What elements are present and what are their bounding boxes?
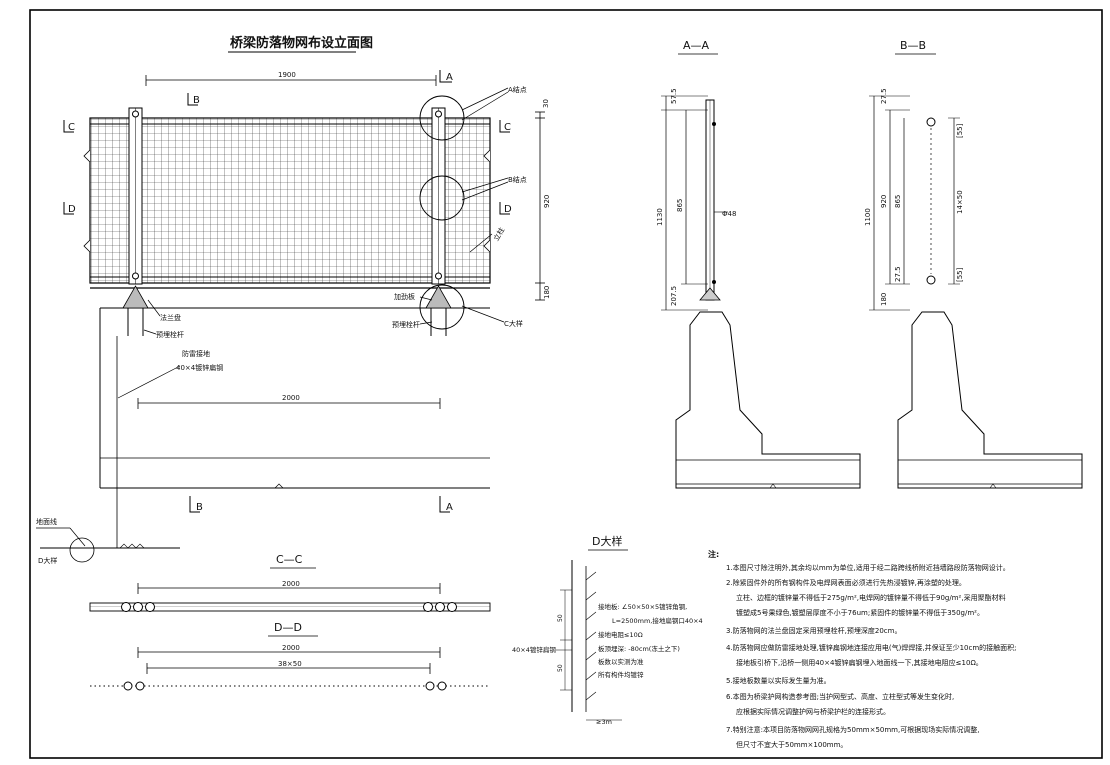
sec-a-bottom: A [446,502,453,513]
bb-dim-27-top: 27.5 [880,88,888,104]
dim-30: 30 [542,99,550,108]
note-7: 7.特别注意:本项目防落物网网孔规格为50mm×50mm,可根据现场实际情况调整… [726,725,979,734]
note-4: 4.防落物网应做防雷接地处理,镀锌扁钢地连接应用电(气)焊焊接,并保证至少10c… [726,643,1017,652]
title-aa: A—A [683,39,710,52]
note-7a: 但尺寸不宜大于50mm×100mm。 [736,740,847,749]
node-b-circle [419,175,465,221]
d-note-2: L=2500mm,接地扁钢口40×4 [612,616,703,625]
dim-dd-1: 2000 [282,644,300,652]
d-note-1: 接地板: ∠50×50×5镀锌角钢, [598,602,687,611]
post-right [431,107,446,285]
dim-1900: 1900 [278,71,296,79]
title-d-detail: D大样 [592,534,622,548]
label-d-detail: D大样 [38,556,57,565]
note-4a: 接地板引桥下,沿桥一侧用40×4镀锌扁钢埋入地面线一下,其接地电阻应≤10Ω。 [736,658,983,667]
sec-b-top: B [193,95,200,106]
bb-dim-55-top: [55] [956,123,964,138]
d-dim-a: 50 [557,614,564,622]
bb-dim-55-bot: [55] [956,267,964,282]
sec-c-right: C [504,122,511,133]
bb-dim-27-bot: 27.5 [894,266,902,282]
base-left [122,285,149,336]
label-anchor-left: 预埋栓杆 [156,330,184,339]
note-2a: 立柱、边框的镀锌量不得低于275g/m²,电焊网的镀锌量不得低于90g/m²,采… [736,593,1006,602]
bb-dim-920: 920 [880,195,888,208]
title-cc: C—C [276,553,303,566]
note-1: 1.本图尺寸除注明外,其余均以mm为单位,适用于经二路跨线桥附近挡墙路段防落物网… [726,563,1010,572]
bb-dim-180: 180 [880,293,888,306]
note-3: 3.防落物网的法兰盘固定采用预埋栓杆,预埋深度20cm。 [726,626,901,635]
sec-d-right: D [504,204,512,215]
dim-2000-elev: 2000 [282,394,300,402]
post-left [128,107,143,285]
aa-dim-207: 207.5 [670,286,678,306]
label-ground-line: 地面线 [36,517,57,526]
d-note-3: 接地电阻≤10Ω [598,630,643,639]
section-dd: D—D 2000 38×50 [90,621,490,691]
main-title: 桥梁防落物网布设立面图 [230,35,373,51]
sheet-border [29,9,1103,759]
label-a-node: A结点 [508,85,527,94]
detail-d: D大样 50 50 40×4镀锌扁钢 ≥3m 接地板: ∠50×50×5镀锌角钢… [512,534,703,726]
d-dim-b: 50 [557,664,564,672]
notes-block: 注: 1.本图尺寸除注明外,其余均以mm为单位,适用于经二路跨线桥附近挡墙路段防… [708,549,1017,749]
bb-dim-14x50: 14×50 [956,190,964,214]
sec-b-bottom: B [196,502,203,513]
sec-a-top: A [446,72,453,83]
note-2: 2.除紧固件外的所有钢构件及电焊网表面必须进行先热浸镀锌,再涂塑的处理。 [726,578,966,587]
d-dim-c: ≥3m [596,718,612,726]
bb-dim-1100: 1100 [864,208,872,226]
mesh-panel [89,117,491,284]
dim-180: 180 [543,286,551,299]
label-anchor-right: 预埋栓杆 [392,320,420,329]
d-note-4: 板顶埋深: -80cm(冻土之下) [598,644,680,653]
d-left-label: 40×4镀锌扁钢 [512,645,556,654]
aa-dim-57: 57.5 [670,88,678,104]
elevation-view: 桥梁防落物网布设立面图 1900 A B C C D D [36,35,551,565]
label-plate: 加劲板 [394,292,415,301]
title-dd: D—D [274,621,302,634]
aa-dim-865: 865 [676,199,684,212]
bb-dim-865: 865 [894,195,902,208]
label-ground-2: 40×4镀锌扁钢 [176,363,223,372]
title-bb: B—B [900,39,926,52]
note-6: 6.本图为桥梁护网构造参考图;当护网型式、高度、立柱型式等发生变化时, [726,692,954,701]
label-pole: 立柱 [491,226,506,243]
aa-phi: Φ48 [722,210,736,218]
label-flange: 法兰盘 [160,313,181,322]
dim-920: 920 [543,195,551,208]
note-2b: 镀塑成5号果绿色,镀塑层厚度不小于76um;紧固件的镀锌量不得低于350g/m²… [736,608,984,617]
notes-head: 注: [708,549,719,559]
aa-dim-1130: 1130 [656,208,664,226]
label-c-detail: C大样 [504,319,523,328]
label-ground-1: 防雷接地 [182,349,210,358]
sec-d-left: D [68,204,76,215]
sec-c-left: C [68,122,75,133]
note-5: 5.接地板数量以实际发生量为准。 [726,676,831,685]
detail-d-circle [69,537,95,563]
note-6a: 应根据实际情况调整护网与桥梁护栏的连接形式。 [736,707,890,716]
d-note-6: 所有构件均镀锌 [598,670,644,679]
d-note-5: 板数以实测为准 [598,657,644,666]
section-cc: C—C 2000 [89,553,491,612]
node-a-circle [419,95,465,141]
section-aa: A—A 57.5 1130 865 207.5 Φ48 [656,39,861,489]
dim-dd-2: 38×50 [278,660,302,668]
label-b-node: B结点 [508,175,527,184]
dim-cc: 2000 [282,580,300,588]
section-bb: B—B 27.5 1100 920 865 27.5 180 [55] 14×5… [864,39,1083,489]
